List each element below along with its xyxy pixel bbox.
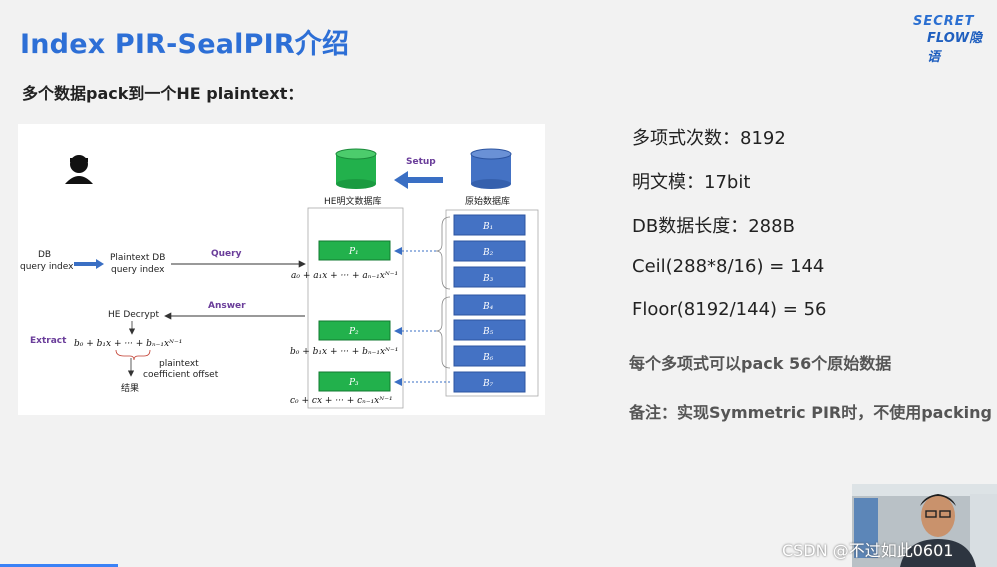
b-blocks [453,214,526,393]
group-bracket-2 [435,296,451,369]
slide-subtitle: 多个数据pack到一个HE plaintext： [22,84,304,103]
p3-label: P₃ [348,378,359,388]
b2-label: B₂ [482,248,494,258]
plaintext-label: plaintext [159,359,199,369]
stat-db-length: DB数据长度：288B [632,216,795,237]
sealpir-diagram: Setup HE明文数据库 原始数据库 P₁ a₀ + a₁x + ··· + … [18,124,545,415]
p1-formula: a₀ + a₁x + ··· + aₙ₋₁xᴺ⁻¹ [291,271,398,281]
stat-plain-modulus: 明文模：17bit [632,172,751,193]
coef-offset-label: coefficient offset [143,370,219,380]
query-label: Query [211,249,242,259]
p2-formula: b₀ + b₁x + ··· + bₙ₋₁xᴺ⁻¹ [290,347,398,357]
p3-formula: c₀ + cx + ··· + cₙ₋₁xᴺ⁻¹ [290,396,393,406]
csdn-watermark: CSDN @不过如此0601 [782,541,954,560]
logo-top-text: SECRET [913,14,975,29]
presenter-avatar [852,484,997,567]
stat-ceil: Ceil(288*8/16) = 144 [632,256,825,277]
db-label: DB [38,250,51,260]
he-database-icon [335,148,377,189]
p3-block [318,371,391,392]
b5-label: B₅ [482,327,494,337]
b7-label: B₇ [482,379,494,389]
result-label: 结果 [121,382,139,394]
orig-db-container [445,209,539,397]
he-db-container [307,207,404,409]
p1-block [318,240,391,261]
p2-block [318,320,391,341]
setup-label: Setup [406,157,436,167]
group-bracket-1 [435,216,451,290]
p1-label: P₁ [348,247,359,257]
orig-database-icon [470,148,512,189]
stat-floor: Floor(8192/144) = 56 [632,299,827,320]
presenter-video [852,484,997,567]
plaintext-db-label: Plaintext DB [110,253,165,263]
logo-bottom-text: FLOW隐语 [927,31,983,65]
diagram-canvas: Setup HE明文数据库 原始数据库 P₁ a₀ + a₁x + ··· + … [20,148,539,409]
he-decrypt-label: HE Decrypt [108,310,159,320]
p2-label: P₂ [348,327,359,337]
he-db-label: HE明文数据库 [324,195,381,207]
secretflow-logo: SECRET FLOW隐语 [911,14,995,65]
b1-label: B₁ [482,222,493,232]
coefficient-brace [115,349,151,361]
db-query-index-label: query index [20,262,74,272]
b3-label: B₃ [482,274,494,284]
slide-title: Index PIR-SealPIR介绍 [20,29,350,60]
b6-label: B₆ [482,353,494,363]
plaintext-query-index-label: query index [111,265,165,275]
extract-label: Extract [30,336,67,346]
extract-formula: b₀ + b₁x + ··· + bₙ₋₁xᴺ⁻¹ [74,339,182,349]
b4-label: B₄ [482,302,494,312]
stat-poly-degree: 多项式次数：8192 [632,128,786,149]
answer-label: Answer [208,301,246,311]
setup-arrow [394,171,443,189]
orig-db-label: 原始数据库 [465,195,510,207]
note-symmetric: 备注：实现Symmetric PIR时，不使用packing [629,403,992,422]
user-icon [65,155,93,184]
index-convert-arrow [74,259,104,269]
note-pack: 每个多项式可以pack 56个原始数据 [629,354,892,373]
video-progress-bar [0,564,118,567]
